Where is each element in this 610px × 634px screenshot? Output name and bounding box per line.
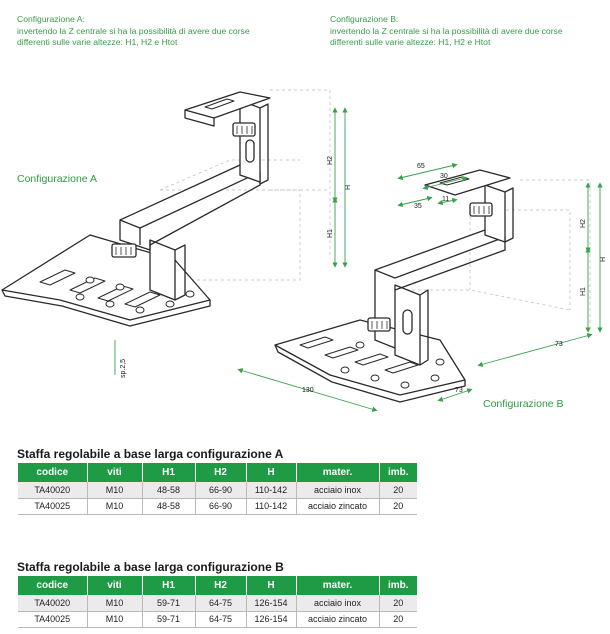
cell-h: 110-142 xyxy=(246,482,297,499)
note-b-line1: Configurazione B: xyxy=(330,14,399,24)
bracket-drawing: H2 H H1 sp.2,5 xyxy=(1,89,607,412)
cell-mater: acciaio inox xyxy=(296,482,380,499)
cell-imb: 20 xyxy=(379,498,417,515)
cell-h2: 66-90 xyxy=(195,498,247,515)
dim-b-h2: H2 xyxy=(580,219,587,228)
cell-h: 126-154 xyxy=(246,595,297,612)
config-b-label: Configurazione B xyxy=(483,398,564,410)
cell-h1: 59-71 xyxy=(142,595,196,612)
note-a-line1: Configurazione A: xyxy=(17,14,85,24)
dim-b-73a: 73 xyxy=(455,387,463,394)
cell-mater: acciaio inox xyxy=(296,595,380,612)
config-b-drawing xyxy=(274,169,591,403)
cell-codice: TA40020 xyxy=(18,482,88,499)
note-a-line3: differenti sulle varie altezze: H1, H2 e… xyxy=(17,37,178,47)
header-h: H xyxy=(246,463,297,482)
cell-mater: acciaio zincato xyxy=(296,498,380,515)
cell-viti: M10 xyxy=(87,498,143,515)
note-a-line2: invertendo la Z centrale si ha la possib… xyxy=(17,25,250,36)
config-b-note: Configurazione B: invertendo la Z centra… xyxy=(330,14,563,49)
table-a: codice viti H1 H2 H mater. imb. TA40020 … xyxy=(18,463,417,515)
cell-codice: TA40020 xyxy=(18,595,88,612)
cell-imb: 20 xyxy=(379,595,417,612)
table-b-title: Staffa regolabile a base larga configura… xyxy=(17,560,284,574)
cell-h: 126-154 xyxy=(246,611,297,628)
header-h2: H2 xyxy=(195,576,247,595)
cell-h1: 48-58 xyxy=(142,498,196,515)
note-b-line3: differenti sulle varie altezze: H1, H2 e… xyxy=(330,37,491,47)
header-imb: imb. xyxy=(379,576,417,595)
cell-h: 110-142 xyxy=(246,498,297,515)
cell-codice: TA40025 xyxy=(18,498,88,515)
dim-b-35: 35 xyxy=(414,203,422,210)
cell-imb: 20 xyxy=(379,611,417,628)
dim-b-130: 130 xyxy=(302,387,314,394)
dim-a-thickness: sp.2,5 xyxy=(120,359,127,378)
header-codice: codice xyxy=(18,576,88,595)
table-a-title: Staffa regolabile a base larga configura… xyxy=(17,447,284,461)
table-row: TA40020 M10 48-58 66-90 110-142 acciaio … xyxy=(18,482,417,499)
cell-h2: 64-75 xyxy=(195,595,247,612)
header-mater: mater. xyxy=(296,463,380,482)
dim-b-73b: 73 xyxy=(555,341,563,348)
cell-mater: acciaio zincato xyxy=(296,611,380,628)
dim-b-h1: H1 xyxy=(580,287,587,296)
header-h2: H2 xyxy=(195,463,247,482)
header-viti: viti xyxy=(87,463,143,482)
table-row: TA40020 M10 59-71 64-75 126-154 acciaio … xyxy=(18,595,417,612)
config-a-label: Configurazione A xyxy=(17,173,97,185)
header-imb: imb. xyxy=(379,463,417,482)
config-a-drawing xyxy=(1,89,331,327)
header-h1: H1 xyxy=(142,576,196,595)
cell-h1: 59-71 xyxy=(142,611,196,628)
cell-h2: 66-90 xyxy=(195,482,247,499)
header-codice: codice xyxy=(18,463,88,482)
cell-viti: M10 xyxy=(87,482,143,499)
table-row: TA40025 M10 59-71 64-75 126-154 acciaio … xyxy=(18,611,417,628)
dim-b-30: 30 xyxy=(440,173,448,180)
header-mater: mater. xyxy=(296,576,380,595)
dim-a-h2: H2 xyxy=(327,156,334,165)
note-b-line2: invertendo la Z centrale si ha la possib… xyxy=(330,25,563,36)
dim-b-h: H xyxy=(600,257,607,262)
dim-b-11: 11 xyxy=(442,196,449,203)
cell-h1: 48-58 xyxy=(142,482,196,499)
table-a-header-row: codice viti H1 H2 H mater. imb. xyxy=(18,463,417,482)
dim-a-h: H xyxy=(345,185,352,190)
cell-viti: M10 xyxy=(87,611,143,628)
table-b-header-row: codice viti H1 H2 H mater. imb. xyxy=(18,576,417,595)
table-row: TA40025 M10 48-58 66-90 110-142 acciaio … xyxy=(18,498,417,515)
dim-b-65: 65 xyxy=(417,163,425,170)
cell-codice: TA40025 xyxy=(18,611,88,628)
config-a-note: Configurazione A: invertendo la Z centra… xyxy=(17,14,250,49)
header-h1: H1 xyxy=(142,463,196,482)
header-viti: viti xyxy=(87,576,143,595)
header-h: H xyxy=(246,576,297,595)
cell-h2: 64-75 xyxy=(195,611,247,628)
dim-a-h1: H1 xyxy=(327,229,334,238)
cell-imb: 20 xyxy=(379,482,417,499)
cell-viti: M10 xyxy=(87,595,143,612)
table-b: codice viti H1 H2 H mater. imb. TA40020 … xyxy=(18,576,417,628)
